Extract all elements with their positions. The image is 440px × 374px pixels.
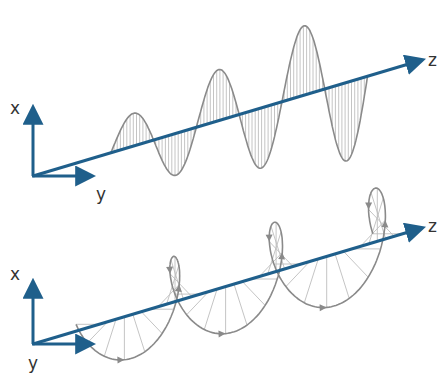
field-hatch — [258, 109, 259, 168]
field-spoke — [304, 259, 318, 303]
field-hatch — [130, 115, 131, 147]
rotation-arrowhead — [175, 285, 182, 292]
field-hatch — [268, 106, 269, 159]
field-spoke — [225, 287, 226, 334]
field-hatch — [136, 113, 137, 145]
field-spoke — [234, 284, 247, 325]
field-hatch — [175, 134, 176, 176]
field-hatch — [213, 75, 214, 123]
field-spoke — [133, 314, 145, 352]
helix-curve — [76, 188, 385, 360]
field-hatch — [261, 108, 262, 168]
rotation-arrowhead — [266, 235, 273, 242]
field-hatch — [248, 112, 249, 149]
field-hatch — [226, 76, 227, 119]
field-hatch — [354, 80, 355, 145]
field-hatch — [348, 82, 349, 160]
axis-label: y — [96, 186, 106, 203]
field-spoke — [204, 289, 217, 329]
field-hatch — [178, 133, 179, 174]
field-spoke — [104, 319, 116, 356]
field-hatch — [271, 105, 272, 149]
field-hatch — [133, 113, 134, 146]
rotation-arrowhead — [278, 252, 285, 259]
field-hatch — [309, 31, 310, 94]
field-hatch — [332, 87, 333, 126]
field-spoke — [124, 317, 125, 360]
circular-wave — [76, 188, 403, 364]
field-hatch — [338, 85, 339, 150]
field-hatch — [142, 119, 143, 144]
field-spoke — [335, 254, 349, 299]
field-hatch — [168, 136, 169, 172]
axis-label: z — [428, 218, 437, 235]
field-hatch — [313, 38, 314, 92]
field-spoke — [326, 256, 327, 307]
field-hatch — [290, 60, 291, 99]
field-spoke — [242, 282, 265, 306]
field-hatch — [223, 71, 224, 119]
field-hatch — [229, 83, 230, 118]
field-spoke — [141, 312, 162, 334]
rotation-arrowhead — [381, 220, 388, 227]
field-hatch — [252, 111, 253, 158]
field-hatch — [255, 110, 256, 165]
field-hatch — [162, 138, 163, 161]
field-hatch — [335, 86, 336, 140]
field-hatch — [219, 70, 220, 121]
field-hatch — [123, 124, 124, 149]
field-hatch — [296, 37, 297, 98]
field-hatch — [264, 107, 265, 165]
field-hatch — [139, 115, 140, 144]
field-hatch — [293, 47, 294, 98]
field-hatch — [341, 84, 342, 158]
field-hatch — [126, 119, 127, 148]
field-hatch — [120, 130, 121, 150]
field-hatch — [171, 135, 172, 175]
linear-wave — [111, 26, 368, 176]
field-hatch — [184, 131, 185, 164]
field-hatch — [345, 83, 346, 161]
field-hatch — [303, 26, 304, 95]
field-hatch — [216, 71, 217, 122]
rotation-arrowhead — [365, 203, 372, 210]
field-hatch — [165, 137, 166, 167]
field-hatch — [181, 132, 182, 171]
field-hatch — [210, 81, 211, 123]
rotation-arrowhead — [166, 267, 173, 274]
field-hatch — [306, 26, 307, 94]
field-spoke — [171, 260, 184, 299]
field-hatch — [146, 124, 147, 143]
axis-label: y — [28, 355, 38, 372]
axis-label: x — [10, 266, 20, 283]
axis-label: z — [428, 52, 437, 69]
rotation-arrowhead — [218, 330, 225, 337]
field-hatch — [187, 130, 188, 156]
field-hatch — [207, 90, 208, 124]
field-spoke — [369, 198, 384, 244]
axes — [32, 60, 422, 344]
field-hatch — [351, 81, 352, 155]
rotation-arrowhead — [117, 357, 124, 364]
field-hatch — [357, 79, 358, 132]
axis-label: x — [10, 100, 20, 117]
field-spoke — [344, 251, 369, 277]
rotation-arrowhead — [320, 304, 327, 311]
field-hatch — [316, 49, 317, 91]
field-hatch — [300, 30, 301, 97]
field-spoke — [170, 274, 192, 297]
wave-curve — [111, 26, 368, 176]
